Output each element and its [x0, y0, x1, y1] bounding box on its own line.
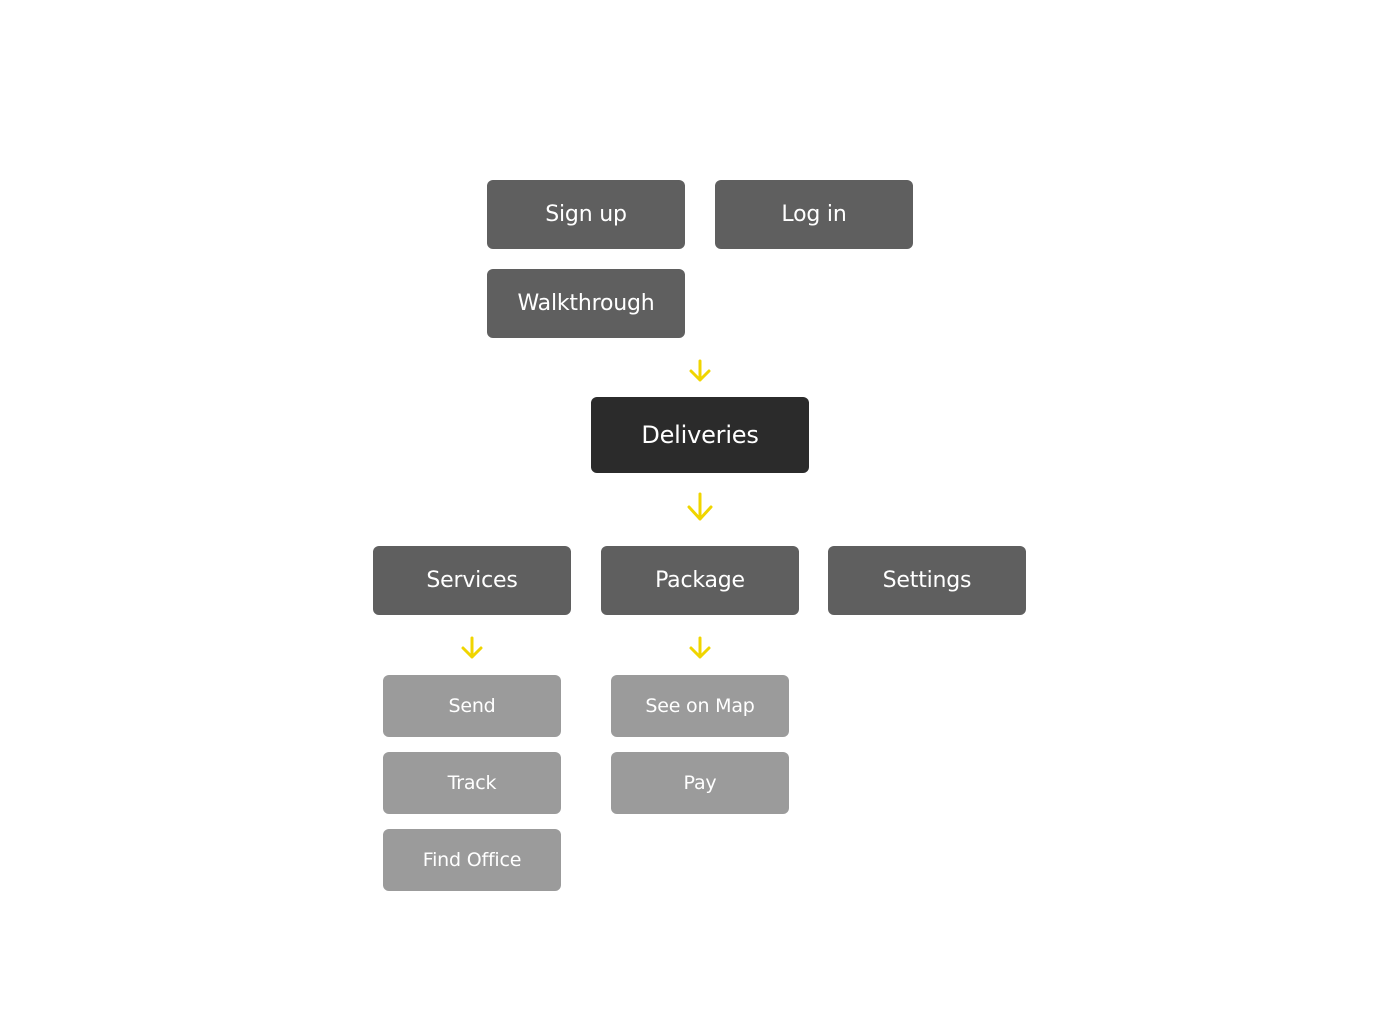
- arrow-down-icon: [687, 492, 713, 521]
- sign-up-node: Sign up: [487, 180, 685, 249]
- arrow-down-icon: [689, 359, 711, 382]
- arrow-down-icon: [689, 636, 711, 659]
- walkthrough-node: Walkthrough: [487, 269, 685, 338]
- services-node: Services: [373, 546, 571, 615]
- arrow-down-icon: [461, 636, 483, 659]
- track-node: Track: [383, 752, 561, 814]
- see-on-map-node: See on Map: [611, 675, 789, 737]
- deliveries-node: Deliveries: [591, 397, 809, 473]
- find-office-node: Find Office: [383, 829, 561, 891]
- send-node: Send: [383, 675, 561, 737]
- log-in-node: Log in: [715, 180, 913, 249]
- package-node: Package: [601, 546, 799, 615]
- settings-node: Settings: [828, 546, 1026, 615]
- pay-node: Pay: [611, 752, 789, 814]
